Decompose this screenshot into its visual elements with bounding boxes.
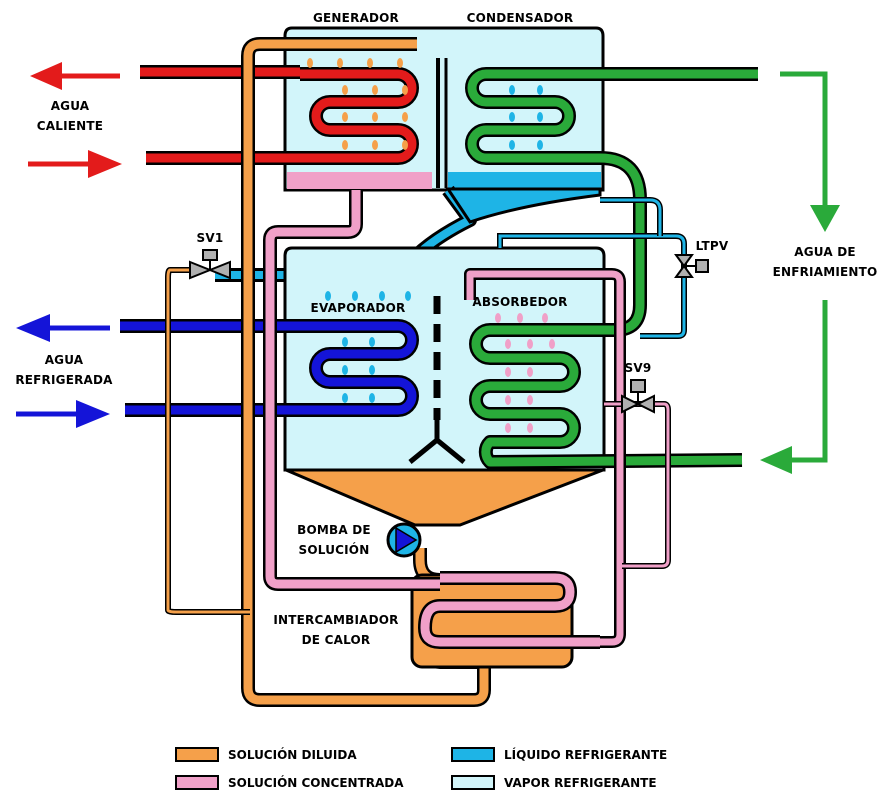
legend-swatch-dilute xyxy=(175,747,219,762)
heat-exchanger xyxy=(410,571,600,669)
ltpv-refrigerant-line xyxy=(497,197,687,339)
solution-pump xyxy=(386,522,422,558)
chilled-water-label-line1: AGUA xyxy=(45,353,84,367)
cooling-water-label-line1: AGUA DE xyxy=(794,245,856,259)
legend-swatch-concentrated xyxy=(175,775,219,790)
chilled-water-label-line2: REFRIGERADA xyxy=(15,373,113,387)
legend-label-concentrated: SOLUCIÓN CONCENTRADA xyxy=(228,775,404,790)
heat-exchanger-label-line1: INTERCAMBIADOR xyxy=(273,613,398,627)
absorber-sump xyxy=(285,468,604,527)
evaporator-droplets xyxy=(325,291,411,403)
legend-label-dilute: SOLUCIÓN DILUIDA xyxy=(228,747,357,762)
absorber-label: ABSORBEDOR xyxy=(472,295,567,309)
sv9-valve xyxy=(621,379,655,414)
legend: SOLUCIÓN DILUIDA SOLUCIÓN CONCENTRADA LÍ… xyxy=(175,747,667,790)
cooling-water-label-line2: ENFRIAMIENTO xyxy=(773,265,878,279)
sv1-label: SV1 xyxy=(197,231,224,245)
heat-exchanger-label-line2: DE CALOR xyxy=(302,633,371,647)
condenser-label: CONDENSADOR xyxy=(467,11,574,25)
legend-label-liquid: LÍQUIDO REFRIGERANTE xyxy=(504,747,667,762)
hot-water-label-line2: CALIENTE xyxy=(37,119,103,133)
pump-label-line1: BOMBA DE xyxy=(297,523,371,537)
ltpv-label: LTPV xyxy=(696,239,729,253)
cooling-water-down-arrow xyxy=(810,205,840,232)
legend-swatch-liquid xyxy=(451,747,495,762)
legend-swatch-vapor xyxy=(451,775,495,790)
condenser-liquid-pool xyxy=(448,172,601,189)
sv1-valve xyxy=(189,249,231,280)
legend-label-vapor: VAPOR REFRIGERANTE xyxy=(504,776,657,790)
hot-water-out-arrow xyxy=(30,62,62,90)
chilled-water-circuit xyxy=(16,291,419,428)
concentrated-solution-pipe xyxy=(263,190,671,648)
hot-water-circuit xyxy=(28,58,419,178)
sv9-label: SV9 xyxy=(625,361,652,375)
generator-droplets xyxy=(307,58,408,150)
hot-water-in-arrow xyxy=(88,150,122,178)
chilled-water-out-arrow xyxy=(16,314,50,342)
pump-label-line2: SOLUCIÓN xyxy=(299,542,370,557)
ltpv-valve xyxy=(674,254,709,278)
generator-concentrated-pool xyxy=(287,172,432,189)
absorber-droplets xyxy=(495,313,555,433)
chilled-water-in-arrow xyxy=(76,400,110,428)
cooling-water-return-arrow xyxy=(760,446,792,474)
evaporator-label: EVAPORADOR xyxy=(311,301,406,315)
generator-label: GENERADOR xyxy=(313,11,399,25)
hot-water-label-line1: AGUA xyxy=(51,99,90,113)
